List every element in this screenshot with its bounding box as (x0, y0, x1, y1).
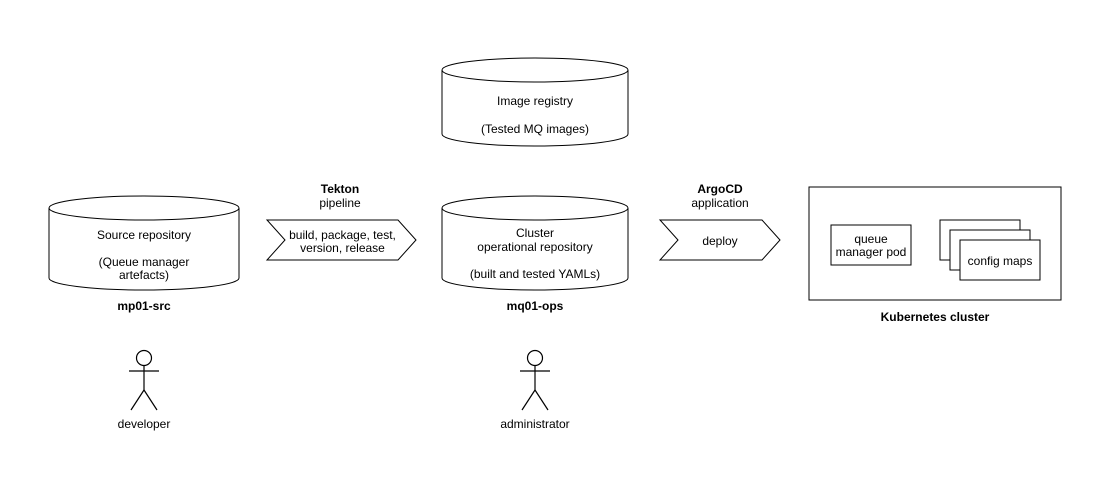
queue-manager-pod-line1: queue (854, 232, 888, 246)
administrator-actor-icon (520, 349, 550, 411)
queue-manager-pod-line2: manager pod (835, 245, 907, 259)
ops-repository-name: mq01-ops (506, 299, 564, 313)
argocd-name: ArgoCD (697, 182, 743, 196)
developer-actor-icon (129, 349, 159, 411)
developer-label: developer (117, 417, 171, 431)
source-repository-detail-line1: (Queue manager (98, 255, 190, 269)
image-registry-subtitle: (Tested MQ images) (480, 122, 590, 136)
ops-repository-cylinder (441, 195, 629, 291)
config-maps-label: config maps (967, 254, 1033, 268)
tekton-steps-line1: build, package, test, (289, 228, 396, 242)
tekton-pipeline-chevron (265, 219, 417, 261)
tekton-kind: pipeline (319, 196, 361, 210)
image-registry-title: Image registry (496, 94, 574, 108)
ops-repository-title-line2: operational repository (477, 240, 593, 254)
kubernetes-cluster-name: Kubernetes cluster (880, 310, 990, 324)
administrator-label: administrator (500, 417, 570, 431)
source-repository-detail-line2: artefacts) (118, 268, 169, 282)
argocd-action: deploy (702, 234, 738, 248)
argocd-deploy-chevron (658, 219, 781, 261)
queue-manager-pod-box (830, 224, 912, 266)
ops-repository-detail: (built and tested YAMLs) (469, 267, 601, 281)
tekton-steps-line2: version, release (300, 241, 385, 255)
config-map-box-front (959, 239, 1041, 281)
image-registry-cylinder (441, 57, 629, 147)
argocd-kind: application (691, 196, 749, 210)
ops-repository-title-line1: Cluster (515, 226, 554, 240)
source-repository-cylinder (48, 195, 240, 291)
source-repository-title: Source repository (96, 228, 192, 242)
source-repository-name: mp01-src (117, 299, 171, 313)
tekton-name: Tekton (320, 182, 360, 196)
